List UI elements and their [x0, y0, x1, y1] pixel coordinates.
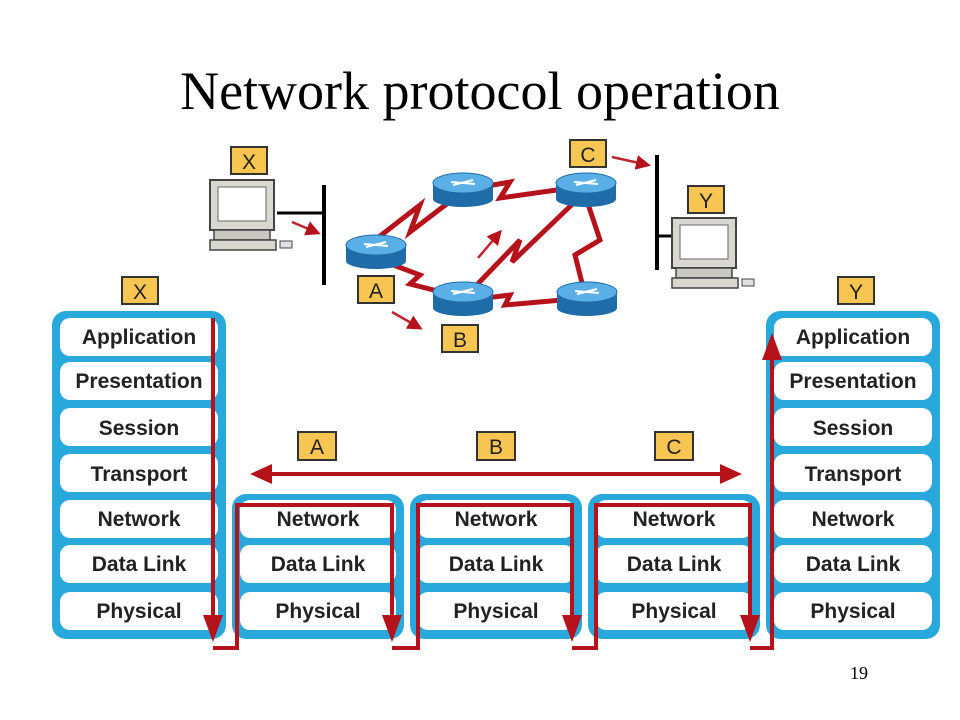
svg-text:X: X: [242, 151, 256, 174]
host-y-stack: Application Presentation Session Transpo…: [774, 318, 932, 630]
layer-transport: Transport: [91, 463, 188, 486]
flow-arrowheads: [203, 333, 782, 642]
label-stack-y: Y: [837, 276, 875, 305]
layer-data-link: Data Link: [627, 553, 722, 576]
path-span-arrow: [250, 464, 742, 484]
svg-text:C: C: [580, 144, 595, 167]
svg-text:B: B: [453, 329, 467, 352]
layer-physical: Physical: [453, 600, 538, 623]
layer-presentation: Presentation: [789, 370, 916, 393]
label-router-c-top: C: [569, 139, 607, 168]
computer-icon: [209, 179, 293, 251]
layer-data-link: Data Link: [806, 553, 901, 576]
layer-network: Network: [277, 508, 360, 531]
layer-network: Network: [633, 508, 716, 531]
computer-icon: [671, 217, 755, 289]
svg-text:B: B: [489, 436, 503, 459]
router-icon: [432, 172, 494, 207]
label-router-a: A: [297, 431, 337, 461]
traffic-arrows: [291, 155, 651, 330]
layer-data-link: Data Link: [92, 553, 187, 576]
svg-text:C: C: [666, 436, 681, 459]
svg-text:A: A: [310, 436, 324, 459]
layer-physical: Physical: [275, 600, 360, 623]
layer-session: Session: [813, 417, 894, 440]
label-stack-x: X: [121, 276, 159, 305]
layer-physical: Physical: [96, 600, 181, 623]
router-icon: [432, 281, 494, 316]
layer-transport: Transport: [805, 463, 902, 486]
host-x-stack: Application Presentation Session Transpo…: [60, 318, 218, 630]
layer-network: Network: [812, 508, 895, 531]
label-host-y-top: Y: [687, 185, 725, 214]
layer-application: Application: [796, 326, 910, 349]
layer-session: Session: [99, 417, 180, 440]
layer-application: Application: [82, 326, 196, 349]
router-b-stack: Network Data Link Physical: [418, 500, 574, 630]
router-icon: [555, 172, 617, 207]
layer-network: Network: [455, 508, 538, 531]
router-a-stack: Network Data Link Physical: [240, 500, 396, 630]
router-icon: [345, 234, 407, 269]
layer-data-link: Data Link: [449, 553, 544, 576]
svg-text:Y: Y: [699, 190, 713, 213]
layer-presentation: Presentation: [75, 370, 202, 393]
svg-text:Y: Y: [849, 281, 863, 304]
label-router-b: B: [476, 431, 516, 461]
label-router-c: C: [654, 431, 694, 461]
layer-network: Network: [98, 508, 181, 531]
label-router-a-top: A: [357, 275, 395, 304]
page-title: Network protocol operation: [180, 61, 780, 121]
data-flow-path: [211, 318, 774, 650]
router-icon: [556, 281, 618, 316]
label-host-x-top: X: [230, 146, 268, 175]
layer-physical: Physical: [810, 600, 895, 623]
layer-data-link: Data Link: [271, 553, 366, 576]
page-number: 19: [850, 663, 868, 683]
svg-text:X: X: [133, 281, 147, 304]
svg-text:A: A: [369, 280, 383, 303]
router-c-stack: Network Data Link Physical: [596, 500, 752, 630]
label-router-b-top: B: [441, 324, 479, 353]
layer-physical: Physical: [631, 600, 716, 623]
